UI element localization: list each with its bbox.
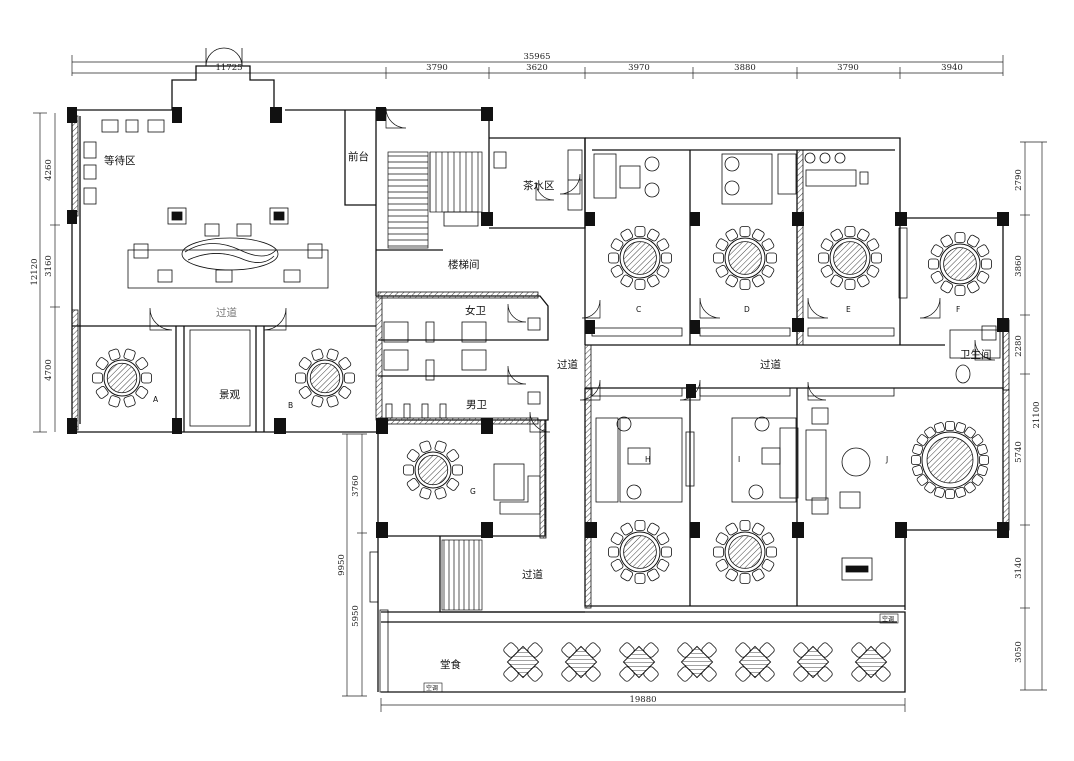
room-label-stairwell: 楼梯间	[448, 258, 480, 271]
room-label-corridor-right: 过道	[760, 358, 781, 371]
round-tables	[92, 226, 992, 584]
dim-top-seg-3: 3620	[526, 63, 548, 73]
round-dining-table	[403, 440, 463, 500]
lounge-sets	[493, 152, 873, 581]
dim-left-seg-1: 4260	[44, 159, 54, 181]
round-dining-table	[911, 421, 989, 499]
dim-left-lower-seg-2: 5950	[351, 605, 361, 627]
ac-tag-2: 空调	[426, 684, 438, 692]
private-room-label-c: C	[636, 305, 641, 314]
private-room-label-g: G	[470, 487, 476, 496]
entrance-doors	[205, 47, 243, 67]
private-room-label-a: A	[153, 395, 159, 404]
dim-left-lower-seg-1: 3760	[351, 475, 361, 497]
room-label-corridor-lower: 过道	[522, 568, 543, 581]
canteen-table	[735, 642, 775, 682]
dim-right-seg-6: 3050	[1014, 641, 1024, 663]
round-dining-table	[608, 226, 672, 290]
room-label-corridor-center: 过道	[557, 358, 578, 371]
dim-top-total: 35965	[523, 52, 550, 62]
dim-left-seg-2: 3160	[44, 255, 54, 277]
dim-top-seg-1: 11725	[215, 63, 242, 73]
canteen-table	[503, 642, 543, 682]
canteen-table	[793, 642, 833, 682]
round-dining-table	[818, 226, 882, 290]
private-room-label-b: B	[288, 401, 293, 410]
dim-top-seg-5: 3880	[734, 63, 756, 73]
dim-right-seg-1: 2790	[1014, 169, 1024, 191]
dim-right-seg-4: 5740	[1014, 441, 1024, 463]
round-dining-table	[608, 520, 672, 584]
ac-tag-1: 空调	[882, 615, 894, 623]
round-dining-table	[295, 348, 355, 408]
private-room-label-e: E	[846, 305, 851, 314]
room-label-canteen: 堂食	[440, 658, 461, 671]
waiting-area-furniture	[83, 119, 329, 289]
canteen-table	[619, 642, 659, 682]
dim-bottom-total: 19880	[629, 695, 656, 705]
private-room-label-h: H	[645, 455, 651, 464]
room-label-womens-wc: 女卫	[465, 304, 486, 317]
walls	[71, 65, 1004, 693]
room-label-restroom: 卫生间	[960, 348, 992, 361]
room-label-tea-area: 茶水区	[523, 179, 555, 192]
dim-right-total: 21100	[1032, 401, 1042, 428]
dim-top-seg-4: 3970	[628, 63, 650, 73]
restroom-fixtures	[383, 317, 1001, 419]
columns	[67, 107, 1009, 538]
dim-top-seg-2: 3790	[426, 63, 448, 73]
dim-top-seg-6: 3790	[837, 63, 859, 73]
dimension-texts: 35965 11725 3790 3620 3970 3880 3790 394…	[30, 52, 1042, 705]
room-label-reception: 前台	[348, 150, 369, 163]
round-dining-table	[713, 520, 777, 584]
room-label-landscape: 景观	[219, 389, 240, 401]
canteen-table	[561, 642, 601, 682]
private-room-label-d: D	[744, 305, 750, 314]
room-label-corridor-top-left: 过道	[216, 306, 237, 319]
room-label-waiting-area: 等待区	[104, 154, 136, 167]
hatched-walls	[71, 115, 1010, 609]
dim-right-seg-2: 3860	[1014, 255, 1024, 277]
dim-left-lower-total: 9950	[337, 554, 347, 576]
private-room-label-f: F	[956, 305, 960, 314]
round-dining-table	[928, 232, 992, 296]
private-room-label-j: J	[885, 455, 888, 464]
canteen-table	[677, 642, 717, 682]
dim-right-seg-3: 2280	[1014, 335, 1024, 357]
dim-top-seg-7: 3940	[941, 63, 963, 73]
canteen-tables	[503, 642, 891, 682]
tea-area-fixtures	[443, 149, 583, 227]
dim-right-seg-5: 3140	[1014, 557, 1024, 579]
round-dining-table	[92, 348, 152, 408]
dim-left-seg-3: 4700	[44, 359, 54, 381]
door-swings	[149, 107, 996, 433]
dim-left-total: 12120	[30, 258, 40, 285]
canteen-table	[851, 642, 891, 682]
private-room-label-i: I	[738, 455, 740, 464]
dimension-lines	[33, 55, 1047, 712]
room-label-mens-wc: 男卫	[466, 399, 487, 411]
stairwell-stairs	[387, 151, 483, 611]
round-dining-table	[713, 226, 777, 290]
room-labels: 等待区 前台 茶水区 楼梯间 过道 景观 女卫 男卫 过道 过道 卫生间 过道 …	[104, 150, 992, 693]
